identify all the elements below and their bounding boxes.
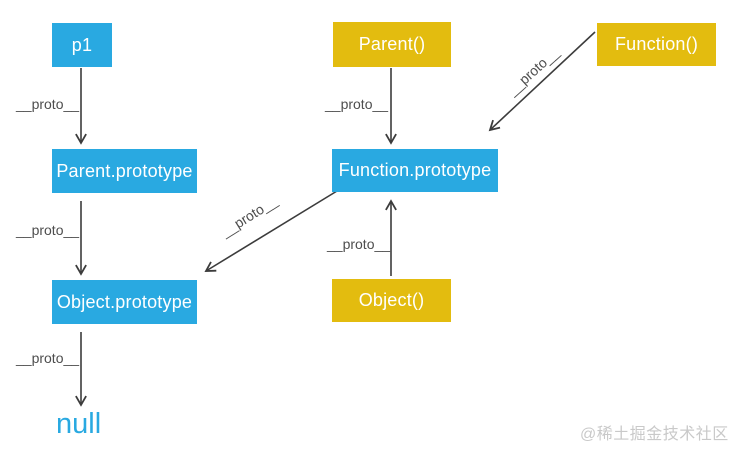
edge-label-proto: __proto__ — [325, 96, 389, 112]
null-terminal: null — [56, 408, 102, 440]
edge-label-proto: __proto__ — [16, 222, 80, 238]
node-object-constructor: Object() — [332, 279, 451, 322]
edge-label-proto: __proto__ — [327, 236, 391, 252]
arrow-function-to-function-prototype — [488, 31, 596, 132]
node-function-prototype: Function.prototype — [332, 149, 498, 192]
edge-label-proto: __proto__ — [16, 96, 80, 112]
watermark: @稀土掘金技术社区 — [580, 426, 729, 443]
node-function-constructor: Function() — [597, 23, 716, 66]
arrow-function-prototype-to-object-prototype — [204, 190, 338, 272]
edge-label-proto: __proto__ — [16, 350, 80, 366]
node-parent-prototype: Parent.prototype — [52, 149, 197, 193]
node-parent-constructor: Parent() — [333, 22, 451, 67]
node-p1: p1 — [52, 23, 112, 67]
node-object-prototype: Object.prototype — [52, 280, 197, 324]
